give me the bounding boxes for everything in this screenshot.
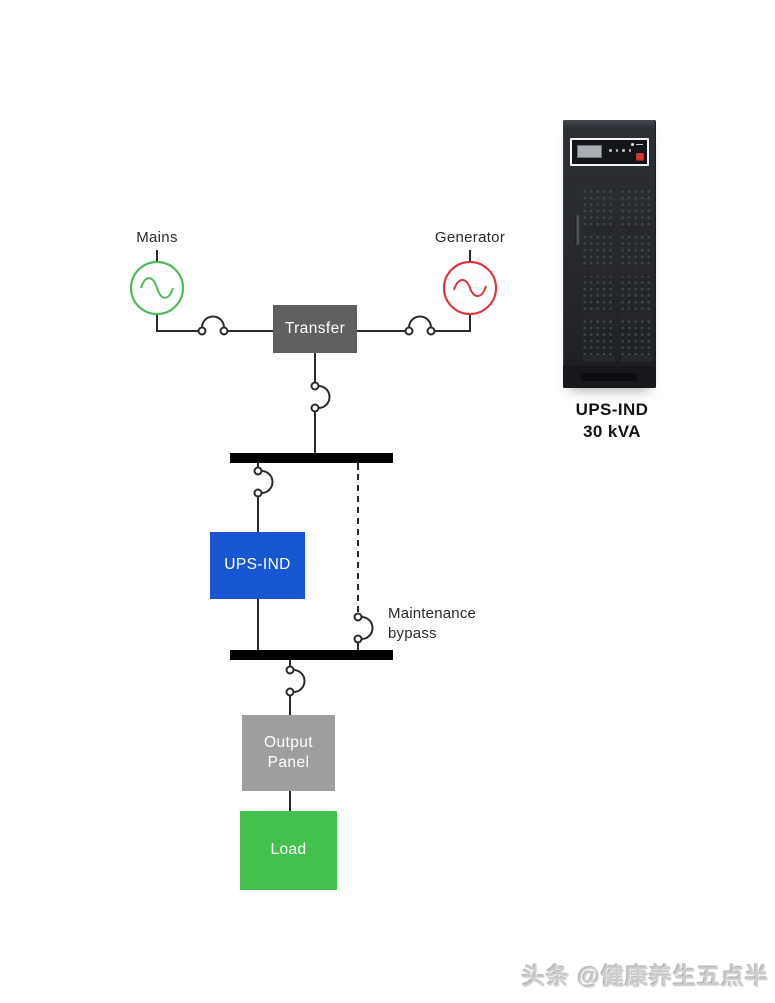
lcd-screen <box>577 145 602 158</box>
door-handle <box>575 215 580 245</box>
output-panel-label: Output Panel <box>264 733 313 771</box>
product-caption-line1: UPS-IND <box>575 400 649 419</box>
output-breaker-icon <box>285 665 306 697</box>
maintenance-bypass-breaker-icon <box>353 612 374 644</box>
control-panel <box>570 138 649 166</box>
ups-cabinet-image <box>563 120 656 388</box>
input-bus-bar <box>230 453 393 463</box>
brand-logo-icon <box>631 143 643 146</box>
output-panel-node: Output Panel <box>242 715 335 791</box>
mains-source-icon <box>129 250 185 316</box>
mains-breaker-icon <box>197 315 229 336</box>
vent-dots-right <box>621 190 653 365</box>
output-bus-bar <box>230 650 393 660</box>
transfer-output-breaker-icon <box>310 381 331 413</box>
watermark-text: 头条 @健康养生五点半 <box>522 963 769 989</box>
perforated-door <box>583 190 653 365</box>
cabinet-base <box>563 366 656 388</box>
maintenance-bypass-label: Maintenance bypass <box>388 605 477 643</box>
generator-source-icon <box>442 250 498 316</box>
ups-input-breaker-icon <box>253 466 274 498</box>
led-indicators <box>609 149 635 157</box>
product-caption: UPS-IND 30 kVA <box>537 399 687 443</box>
vent-dots-left <box>583 190 615 365</box>
generator-label: Generator <box>434 229 506 246</box>
vent-grille <box>581 373 637 381</box>
product-caption-line2: 30 kVA <box>583 421 641 441</box>
mains-label: Mains <box>136 229 178 246</box>
generator-breaker-icon <box>404 315 436 336</box>
ups-node: UPS-IND <box>210 532 305 599</box>
transfer-node: Transfer <box>273 305 357 353</box>
load-node: Load <box>240 811 337 890</box>
power-button-icon <box>636 153 644 161</box>
